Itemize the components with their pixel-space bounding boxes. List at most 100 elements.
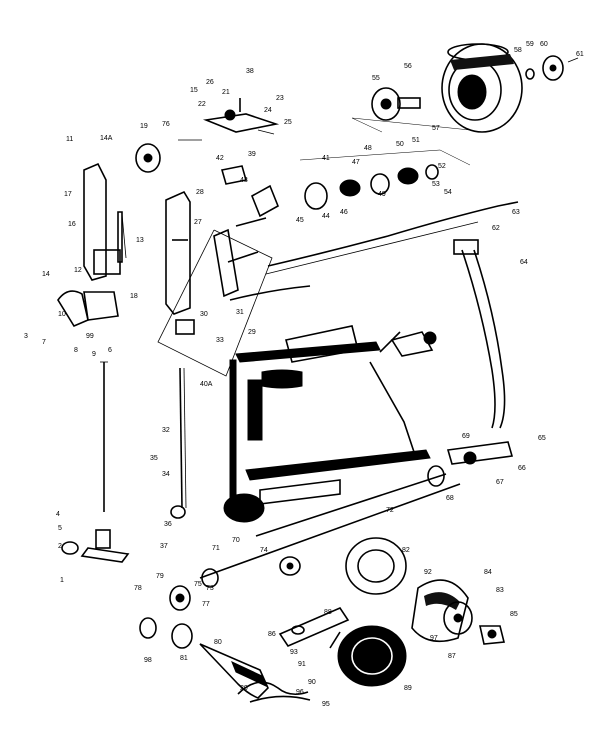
part-label: 62 bbox=[492, 225, 500, 232]
part-label: 96 bbox=[296, 689, 304, 696]
part-label: 31 bbox=[236, 309, 244, 316]
part-label: 93 bbox=[290, 649, 298, 656]
part-label: 79 bbox=[156, 573, 164, 580]
part-label: 36 bbox=[164, 521, 172, 528]
part-label: 70 bbox=[232, 537, 240, 544]
part-label: 14 bbox=[42, 271, 50, 278]
part-label: 99 bbox=[86, 333, 94, 340]
gear-assembly bbox=[139, 556, 301, 649]
part-label: 94 bbox=[364, 663, 372, 670]
part-label: 9 bbox=[92, 351, 96, 358]
presser-bar-bracket bbox=[83, 162, 127, 281]
part-label: 28 bbox=[196, 189, 204, 196]
part-label: 14A bbox=[100, 135, 113, 142]
part-label: 17 bbox=[64, 191, 72, 198]
presser-foot bbox=[61, 529, 130, 563]
part-label: 2 bbox=[58, 543, 62, 550]
part-label: 87 bbox=[448, 653, 456, 660]
part-label: 80 bbox=[214, 639, 222, 646]
part-label: 1 bbox=[60, 577, 64, 584]
needle-bar-frame bbox=[165, 190, 195, 335]
part-label: 38 bbox=[246, 68, 254, 75]
part-label: 25 bbox=[284, 119, 292, 126]
hook-race bbox=[411, 579, 469, 643]
take-up-discs bbox=[135, 139, 202, 173]
part-label: 97 bbox=[430, 635, 438, 642]
part-label: 37 bbox=[160, 543, 168, 550]
part-label: 7 bbox=[42, 339, 46, 346]
part-label: 95 bbox=[322, 701, 330, 708]
part-label: 27 bbox=[194, 219, 202, 226]
long-connecting-rod bbox=[170, 367, 187, 519]
part-label: 61 bbox=[576, 51, 584, 58]
part-label: 88 bbox=[324, 609, 332, 616]
part-label: 11 bbox=[66, 136, 73, 143]
part-label: 18 bbox=[130, 293, 138, 300]
part-label: 68 bbox=[446, 495, 454, 502]
part-label: 90 bbox=[308, 679, 316, 686]
part-label: 91 bbox=[298, 661, 306, 668]
part-label: 67 bbox=[496, 479, 504, 486]
rotary-hook bbox=[329, 625, 407, 687]
part-label: 19 bbox=[140, 123, 148, 130]
part-label: 65 bbox=[538, 435, 546, 442]
part-label: 63 bbox=[512, 209, 520, 216]
tension-bracket bbox=[202, 98, 280, 135]
part-label: 12 bbox=[74, 267, 82, 274]
throat-plate bbox=[278, 607, 350, 647]
part-label: 44 bbox=[322, 213, 330, 220]
zigzag-linkage bbox=[157, 228, 273, 377]
upper-arm-shaft bbox=[265, 201, 519, 275]
part-label: 54 bbox=[444, 189, 452, 196]
rock-shaft bbox=[229, 285, 311, 301]
part-label: 76 bbox=[162, 121, 170, 128]
part-label: 4 bbox=[56, 511, 60, 518]
part-label: 29 bbox=[248, 329, 256, 336]
thread-guard bbox=[237, 681, 311, 703]
part-label: 50 bbox=[396, 141, 404, 148]
part-label: 5 bbox=[58, 525, 62, 532]
part-label: 89 bbox=[404, 685, 412, 692]
bobbin-case-ring bbox=[345, 537, 407, 595]
part-label: 85 bbox=[510, 611, 518, 618]
part-label: 13 bbox=[136, 237, 144, 244]
part-label: 81 bbox=[180, 655, 188, 662]
part-label: 72 bbox=[386, 507, 394, 514]
part-label: 53 bbox=[432, 181, 440, 188]
part-label: 45 bbox=[296, 217, 304, 224]
part-label: 51 bbox=[412, 137, 420, 144]
part-label: 77 bbox=[202, 601, 210, 608]
feed-eccentric bbox=[427, 441, 514, 487]
bobbin-case bbox=[443, 601, 506, 645]
part-label: 56 bbox=[404, 63, 412, 70]
part-label: 73 bbox=[206, 585, 214, 592]
part-label: 32 bbox=[162, 427, 170, 434]
part-label: 55 bbox=[372, 75, 380, 82]
part-label: 59 bbox=[526, 41, 534, 48]
upper-links bbox=[220, 165, 280, 227]
part-label: 15 bbox=[190, 87, 198, 94]
part-label: 98 bbox=[144, 657, 152, 664]
part-label: 23 bbox=[276, 95, 284, 102]
part-label: 92 bbox=[424, 569, 432, 576]
part-label: 30 bbox=[200, 311, 208, 318]
part-label: 39 bbox=[248, 151, 256, 158]
part-label: 82 bbox=[402, 547, 410, 554]
lower-feed-shaft bbox=[199, 473, 461, 579]
feed-frame bbox=[223, 325, 437, 523]
part-label: 49 bbox=[378, 191, 386, 198]
part-label: 35 bbox=[150, 455, 158, 462]
part-label: 16 bbox=[68, 221, 76, 228]
part-label: 74 bbox=[260, 547, 268, 554]
part-label: 3 bbox=[24, 333, 28, 340]
part-labels: 11 14A 19 76 17 16 13 18 14 12 10 99 7 8… bbox=[24, 41, 584, 708]
part-label: 33 bbox=[216, 337, 224, 344]
presser-foot-lifter bbox=[57, 290, 119, 328]
part-label: 41 bbox=[322, 155, 330, 162]
feed-regulator-rod bbox=[453, 239, 506, 429]
part-label: 84 bbox=[484, 569, 492, 576]
needle-bar-rod bbox=[100, 361, 108, 512]
part-label: 71 bbox=[212, 545, 220, 552]
part-label: 48 bbox=[364, 145, 372, 152]
